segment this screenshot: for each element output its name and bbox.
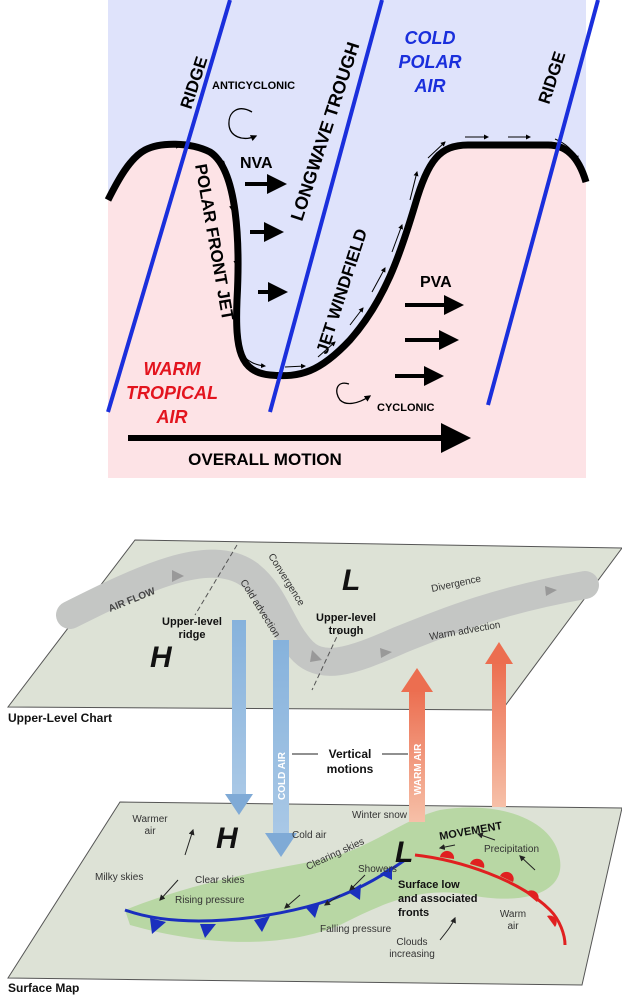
axis-lines [106, 0, 600, 413]
cold-label-2: POLAR [399, 52, 462, 72]
winter-snow-label: Winter snow [352, 810, 408, 821]
warm-front [414, 853, 567, 946]
upper-high-H: H [150, 641, 173, 674]
warmer-air-label-1: Warmer [132, 814, 168, 825]
warm-label-3: AIR [156, 407, 188, 427]
clouds-increasing-label-1: Clouds [396, 937, 427, 948]
upper-trough-label-1: Upper-level [316, 612, 376, 624]
anticyclonic-label: ANTICYCLONIC [212, 80, 295, 92]
upper-air-flow-band [56, 549, 599, 676]
upper-ridge-label-2: ridge [179, 629, 206, 641]
upper-trough-label-2: trough [329, 625, 364, 637]
surface-low-L: L [395, 836, 413, 869]
clouds-increasing-label-2: increasing [389, 949, 435, 960]
surface-low-label-1: Surface low [398, 879, 460, 891]
pva-label: PVA [420, 274, 452, 291]
precipitation-label: Precipitation [484, 844, 539, 855]
band-arrows [172, 570, 557, 662]
vorticity-arrows [245, 174, 464, 386]
warmer-air-label-2: air [144, 826, 156, 837]
showers-label: Showers [358, 864, 397, 875]
cold-air-arrow-head [265, 833, 297, 857]
surface-low-label-3: fronts [398, 907, 429, 919]
surface-map-title: Surface Map [8, 981, 79, 995]
surface-wind-arrows [159, 828, 536, 941]
warm-air-arrow-right-head [485, 642, 513, 664]
cold-air-arrow-left-head [225, 794, 253, 815]
anticyclonic-arrow [228, 108, 258, 142]
cold-label-1: COLD [405, 28, 456, 48]
trough-dashed-line [311, 629, 341, 691]
upper-level-chart-title: Upper-Level Chart [8, 711, 112, 725]
warm-air-arrow-shaft [409, 690, 425, 822]
vertical-motions-label-1: Vertical [329, 747, 372, 761]
warm-air-arrow-right-shaft [492, 662, 506, 807]
cold-air-arrow-label: COLD AIR [277, 751, 288, 800]
cold-air-label: Cold air [292, 830, 327, 841]
cyclonic-arrow [336, 382, 372, 405]
rising-pressure-label: Rising pressure [175, 895, 245, 906]
upper-ridge-label-1: Upper-level [162, 616, 222, 628]
warm-air-arrow-head [401, 668, 433, 692]
falling-pressure-label: Falling pressure [320, 924, 392, 935]
cyclonic-label: CYCLONIC [377, 402, 435, 414]
precipitation-area [125, 807, 561, 942]
upper-low-L: L [342, 564, 360, 597]
warm-air-label-1: Warm [500, 909, 526, 920]
milky-skies-label: Milky skies [95, 872, 143, 883]
flow-arrows [117, 134, 579, 369]
warm-air-arrow-label: WARM AIR [413, 743, 424, 795]
ridge-line-left [106, 0, 232, 413]
ridge-line-right [486, 0, 600, 406]
clear-skies-label: Clear skies [195, 875, 244, 886]
cold-air-arrow-left-shaft [232, 620, 246, 796]
trough-axis-line [268, 0, 384, 413]
overall-motion-label: OVERALL MOTION [188, 450, 342, 469]
cold-label-3: AIR [414, 76, 446, 96]
surface-low-label-2: and associated [398, 893, 477, 905]
ridge-dashed-line [194, 544, 238, 616]
cold-air-region [108, 0, 586, 376]
cold-air-arrow-shaft [273, 640, 289, 835]
vertical-motions-label-2: motions [327, 762, 374, 776]
nva-label: NVA [240, 155, 273, 172]
warm-label-1: WARM [144, 359, 202, 379]
jet-stream-diagram: RIDGE RIDGE ANTICYCLONIC LONGWAVE TROUGH… [104, 0, 600, 478]
warm-air-label-2: air [507, 921, 519, 932]
cold-front-triangles [150, 866, 392, 938]
surface-high-H: H [216, 822, 239, 855]
warm-front-bumps [440, 850, 557, 927]
upper-and-surface-diagram: AIR FLOW Convergence Cold advection L Di… [6, 539, 622, 995]
warm-label-2: TROPICAL [126, 383, 218, 403]
